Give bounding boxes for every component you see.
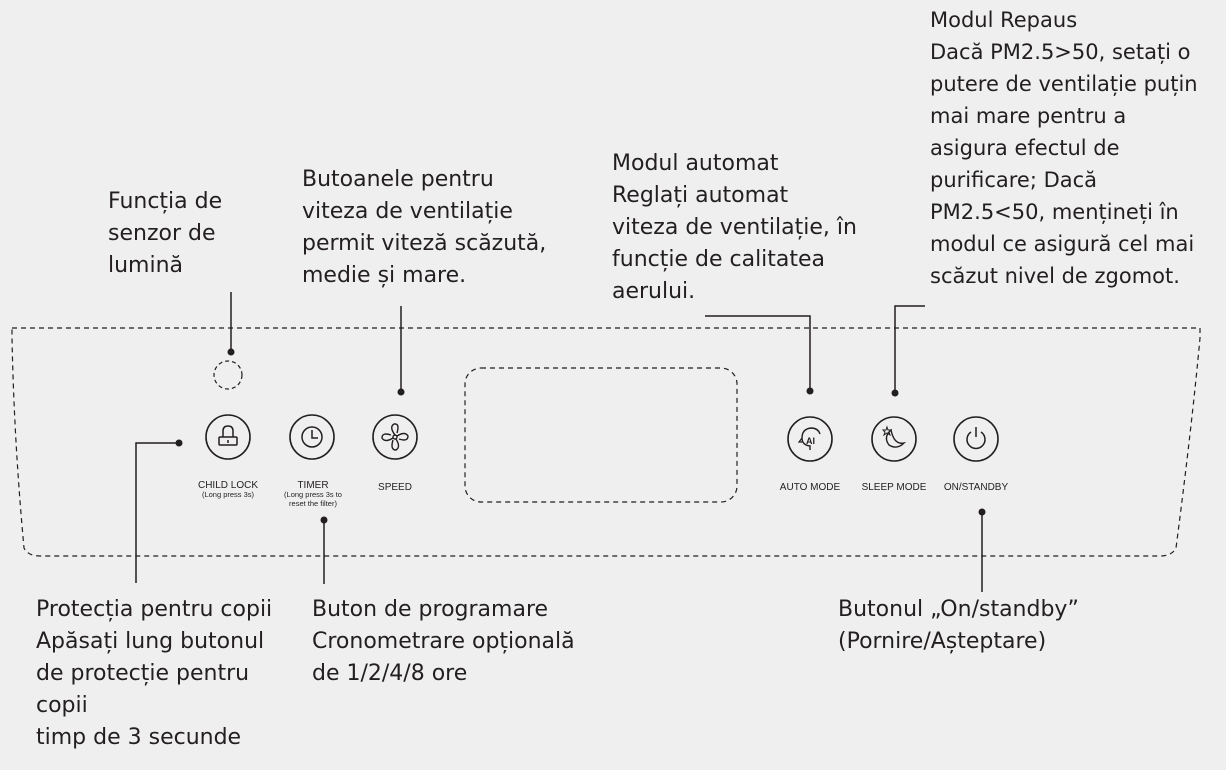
display-window xyxy=(464,367,738,503)
callout-power: Butonul „On/standby” (Pornire/Așteptare) xyxy=(838,594,1079,658)
callout-line: de protecție pentru xyxy=(36,661,250,686)
callout-auto-mode: Modul automat Reglați automat viteza de … xyxy=(612,148,857,308)
callout-line: Apăsați lung butonul xyxy=(36,629,265,654)
callout-speed-buttons: Butoanele pentru viteza de ventilație pe… xyxy=(302,164,546,292)
child-lock-label-sub: (Long press 3s) xyxy=(201,490,255,499)
child-lock-label-main: CHILD LOCK xyxy=(197,480,259,491)
callout-line: senzor de xyxy=(108,221,216,246)
callout-child-lock: Protecția pentru copii Apăsați lung buto… xyxy=(36,594,272,754)
auto-mode-label: AUTO MODE xyxy=(780,482,840,493)
callout-line: medie și mare. xyxy=(302,263,467,288)
auto-mode-label-main: AUTO MODE xyxy=(779,482,841,493)
callout-line: Funcția de xyxy=(108,189,223,214)
leader-lines xyxy=(135,292,986,592)
callout-line: PM2.5<50, mențineți în xyxy=(930,200,1179,224)
callout-line: Modul automat xyxy=(612,151,779,176)
speed-button[interactable] xyxy=(372,414,418,460)
child-lock-button[interactable] xyxy=(205,414,251,460)
callout-line: viteza de ventilație xyxy=(302,199,513,224)
callout-timer: Buton de programare Cronometrare opționa… xyxy=(312,594,575,690)
ai-text: AI xyxy=(806,436,815,446)
callout-line: timp de 3 secunde xyxy=(36,725,242,750)
panel-outline xyxy=(11,327,1201,557)
callout-line: permit viteză scăzută, xyxy=(302,231,547,256)
sleep-mode-button[interactable] xyxy=(871,416,917,462)
power-icon xyxy=(966,427,986,450)
callout-sleep-mode: Modul Repaus Dacă PM2.5>50, setați o put… xyxy=(930,4,1198,292)
sleep-mode-label: SLEEP MODE xyxy=(862,482,927,493)
timer-label-sub2: reset the filter) xyxy=(289,498,337,508)
callout-line: Butoanele pentru xyxy=(302,167,494,192)
callout-line: funcție de calitatea xyxy=(612,247,826,272)
timer-button[interactable] xyxy=(289,414,335,460)
speed-label-main: SPEED xyxy=(378,482,412,493)
callout-line: viteza de ventilație, în xyxy=(612,215,857,240)
callout-light-sensor: Funcția de senzor de lumină xyxy=(108,186,222,282)
callout-line: aerului. xyxy=(612,279,696,304)
callout-line: mai mare pentru a xyxy=(930,104,1127,128)
auto-mode-button[interactable]: AI xyxy=(787,416,833,462)
callout-line: Cronometrare opțională xyxy=(312,629,575,654)
callout-line: scăzut nivel de zgomot. xyxy=(930,264,1180,288)
callout-line: modul ce asigură cel mai xyxy=(930,232,1195,256)
callout-line: Dacă PM2.5>50, setați o xyxy=(930,40,1191,64)
callout-line: Buton de programare xyxy=(312,597,549,622)
moon-star-icon xyxy=(881,425,907,448)
callout-line: Protecția pentru copii xyxy=(36,597,273,622)
fan-icon xyxy=(381,423,409,451)
callout-line: Modul Repaus xyxy=(930,8,1078,32)
timer-label-sub1: (Long press 3s to xyxy=(284,490,342,499)
timer-label-main: TIMER xyxy=(297,480,329,491)
callout-line: de 1/2/4/8 ore xyxy=(312,661,468,686)
callout-line: lumină xyxy=(108,253,184,278)
callout-line: Reglați automat xyxy=(612,183,789,208)
lock-icon xyxy=(218,425,238,446)
speed-label: SPEED xyxy=(378,482,412,493)
callout-line: putere de ventilație puțin xyxy=(930,72,1198,96)
sleep-mode-label-main: SLEEP MODE xyxy=(861,482,927,493)
ai-head-icon: AI xyxy=(797,427,821,450)
light-sensor xyxy=(213,360,243,390)
callout-line: purificare; Dacă xyxy=(930,168,1098,192)
power-label-main: ON/STANDBY xyxy=(943,482,1009,493)
callout-line: (Pornire/Așteptare) xyxy=(838,629,1047,654)
power-label: ON/STANDBY xyxy=(944,482,1008,493)
clock-icon xyxy=(301,426,323,448)
callout-line: asigura efectul de xyxy=(930,136,1120,160)
child-lock-label: CHILD LOCK (Long press 3s) xyxy=(198,480,258,500)
timer-label: TIMER (Long press 3s to reset the filter… xyxy=(284,480,342,508)
callout-line: copii xyxy=(36,693,88,718)
callout-line: Butonul „On/standby” xyxy=(838,597,1079,622)
power-button[interactable] xyxy=(953,416,999,462)
